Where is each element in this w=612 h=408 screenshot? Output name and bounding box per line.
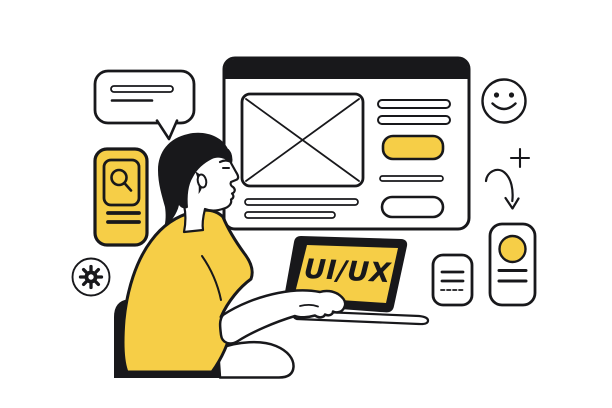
text-line-capsules-bottom	[244, 198, 359, 219]
gear-badge-icon	[71, 257, 111, 297]
text-line-capsule	[379, 175, 444, 182]
laptop-screen	[294, 245, 398, 303]
chat-bubble-icon	[93, 69, 196, 141]
thumb-line	[299, 303, 319, 308]
smiley-icon	[481, 78, 527, 124]
hair	[158, 132, 232, 228]
primary-button	[381, 134, 445, 161]
image-placeholder-icon	[240, 92, 365, 188]
browser-titlebar	[225, 59, 468, 79]
sleeve-crease	[201, 255, 222, 301]
search-icon	[110, 168, 133, 192]
browser-window	[222, 56, 471, 231]
avatar-dot-icon	[498, 234, 527, 264]
arm-hand	[218, 289, 347, 345]
ear	[196, 173, 208, 189]
curved-arrow-icon	[484, 168, 520, 210]
text-line-capsules-right	[377, 99, 451, 125]
eyebrow	[218, 159, 233, 164]
leg	[216, 340, 295, 379]
secondary-button	[380, 195, 445, 219]
plus-icon	[509, 147, 531, 169]
notes-card	[431, 253, 474, 307]
laptop-screen-label: UI/UX	[303, 254, 392, 290]
phone-card	[93, 147, 149, 247]
profile-card	[488, 222, 537, 307]
